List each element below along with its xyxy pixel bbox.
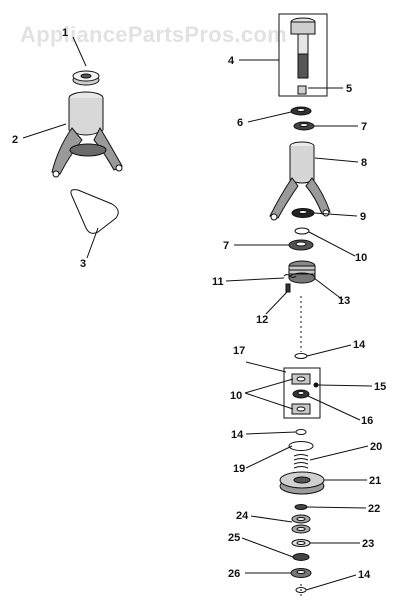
- callout-3: 3: [80, 258, 86, 270]
- part-8-gear-housing[interactable]: [269, 141, 331, 221]
- part-15-ball[interactable]: [313, 382, 319, 388]
- part-14-snap-ring-a[interactable]: [294, 353, 308, 359]
- part-5-key[interactable]: [297, 85, 307, 95]
- part-14-snap-ring-b[interactable]: [295, 429, 307, 435]
- callout-12: 12: [256, 314, 268, 326]
- callout-7-lower: 7: [223, 240, 229, 252]
- part-11-spring[interactable]: [283, 274, 297, 278]
- callout-1: 1: [62, 27, 68, 39]
- watermark-text: AppliancePartsPros.com: [20, 22, 287, 47]
- part-26-bearing[interactable]: [290, 568, 312, 578]
- part-10-snap-ring-upper[interactable]: [294, 227, 310, 235]
- callout-19: 19: [233, 463, 245, 475]
- callout-17: 17: [233, 345, 245, 357]
- part-20-spring[interactable]: [293, 454, 309, 469]
- callout-4: 4: [228, 55, 235, 67]
- part-2-housing[interactable]: [51, 91, 123, 178]
- part-10-plate-a[interactable]: [291, 373, 311, 385]
- callout-14-b: 14: [231, 429, 244, 441]
- callout-22: 22: [368, 503, 380, 515]
- callout-23: 23: [362, 538, 374, 550]
- part-7-washer-lower[interactable]: [288, 239, 314, 251]
- part-23-washer[interactable]: [291, 539, 311, 547]
- part-13-clutch[interactable]: [288, 260, 316, 284]
- callout-21: 21: [369, 475, 381, 487]
- part-19-ring[interactable]: [288, 441, 314, 451]
- part-1-nut[interactable]: [72, 70, 100, 86]
- callout-14-c: 14: [358, 569, 371, 581]
- callout-15: 15: [374, 381, 386, 393]
- callout-13: 13: [338, 295, 350, 307]
- callout-10-lower: 10: [230, 390, 242, 402]
- callout-10-upper: 10: [355, 252, 367, 264]
- callout-7-upper: 7: [361, 121, 367, 133]
- part-10-plate-b[interactable]: [291, 403, 311, 415]
- part-4-shaft[interactable]: [290, 17, 316, 79]
- part-16-bearing[interactable]: [292, 389, 310, 399]
- part-24-washer-stack[interactable]: [291, 514, 311, 534]
- part-6-bearing[interactable]: [290, 106, 312, 116]
- callout-11: 11: [212, 276, 224, 288]
- callout-25: 25: [228, 532, 240, 544]
- callout-6: 6: [237, 117, 243, 129]
- part-12-pin[interactable]: [285, 283, 291, 293]
- callout-20: 20: [370, 441, 382, 453]
- callout-16: 16: [361, 415, 373, 427]
- part-22-washer[interactable]: [294, 504, 308, 510]
- callout-2: 2: [12, 134, 18, 146]
- callout-9: 9: [360, 211, 366, 223]
- part-21-pulley[interactable]: [279, 471, 325, 495]
- callout-14-a: 14: [353, 339, 366, 351]
- callout-26: 26: [228, 568, 240, 580]
- callout-24: 24: [236, 510, 249, 522]
- part-7-washer-upper[interactable]: [293, 121, 315, 131]
- callout-8: 8: [361, 157, 367, 169]
- callout-5: 5: [346, 83, 352, 95]
- part-3-belt[interactable]: [70, 189, 119, 234]
- part-9-bearing[interactable]: [291, 208, 315, 218]
- part-25-seal[interactable]: [292, 553, 310, 561]
